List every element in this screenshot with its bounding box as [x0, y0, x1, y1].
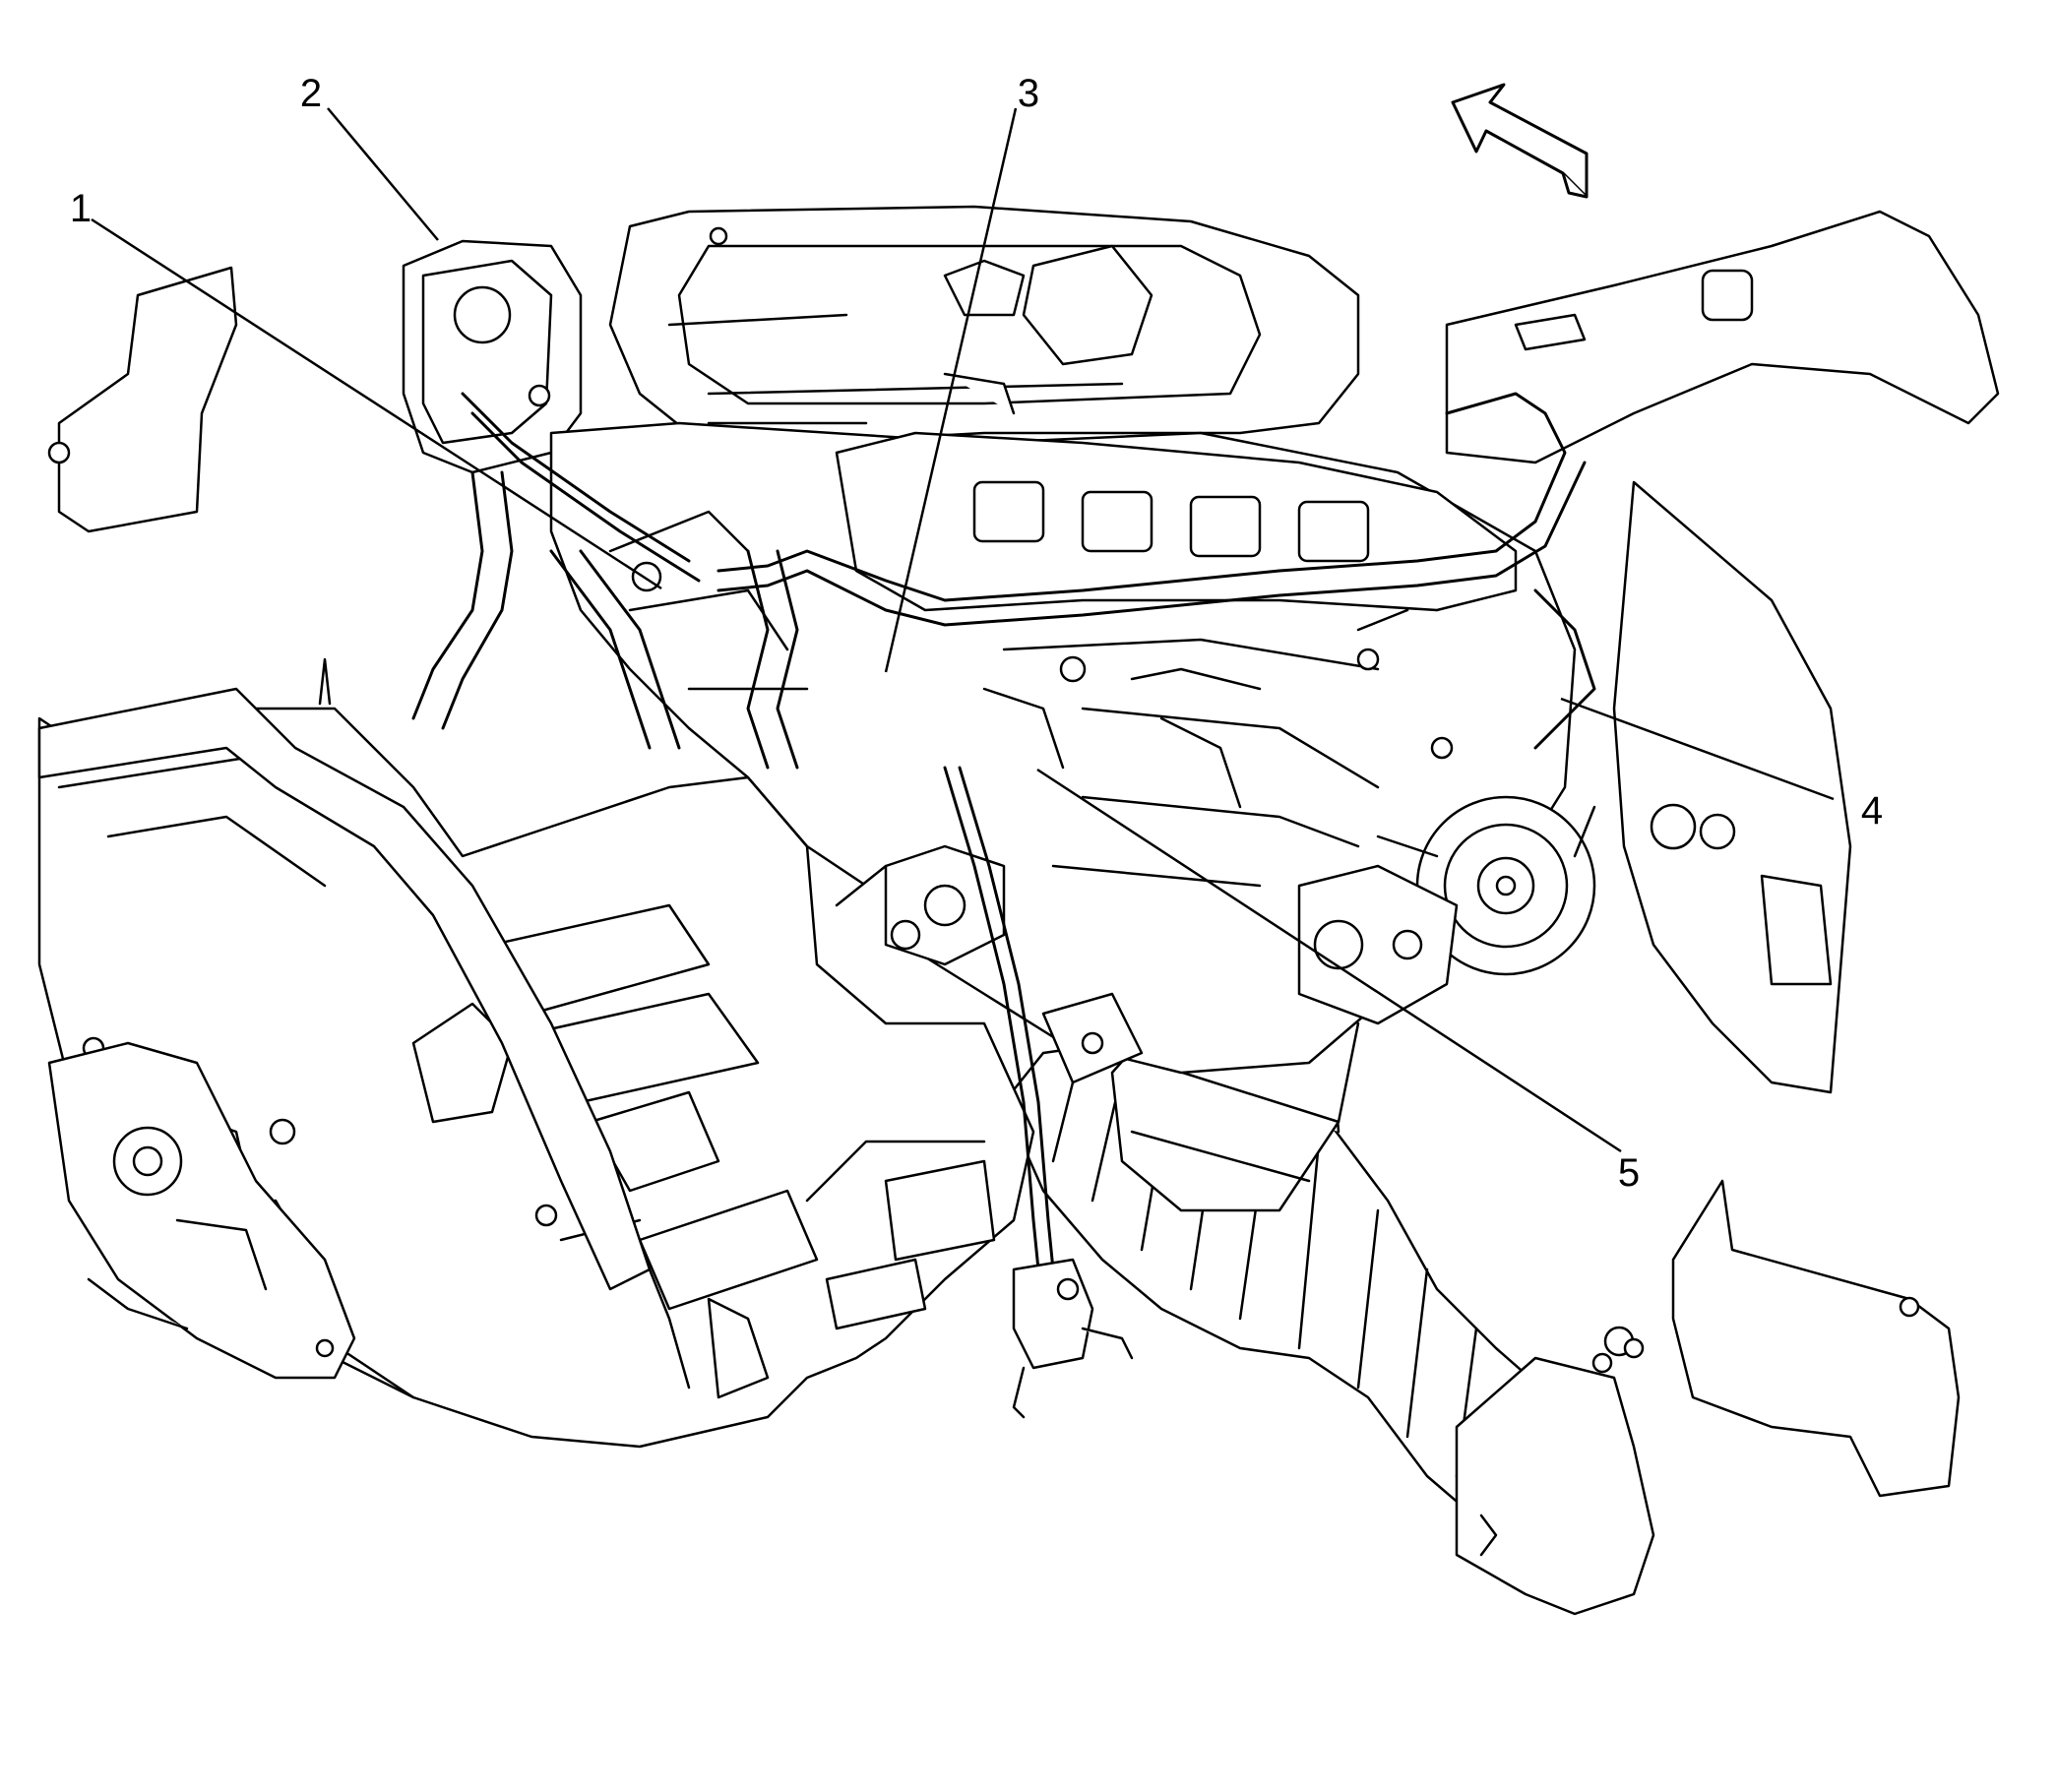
- exhaust-bracket: [1455, 1179, 1961, 1616]
- callout-4: 4: [1860, 789, 1884, 833]
- oxygen-sensor: [1012, 1258, 1134, 1419]
- front-subframe-rail: [37, 687, 652, 1291]
- starter-motor: [1297, 864, 1459, 1025]
- callout-3: 3: [1017, 72, 1040, 115]
- callout-1: 1: [69, 187, 93, 230]
- accessory-pulley: [1376, 795, 1596, 976]
- callout-3-leader: [884, 107, 1018, 673]
- callout-5: 5: [1617, 1151, 1641, 1195]
- upper-coolant-hose: [461, 392, 1596, 750]
- oxygen-sensor-harness: [943, 766, 1060, 1321]
- direction-arrow-icon: [1451, 83, 1589, 199]
- callout-2-leader: [327, 107, 439, 241]
- left-fender-panel: [47, 266, 238, 533]
- intake-manifold: [608, 205, 1360, 445]
- right-fender-panel: [1445, 210, 2000, 1094]
- lower-coolant-hose: [411, 470, 799, 770]
- callout-1-leader: [91, 217, 662, 590]
- callout-5-leader: [1036, 768, 1622, 1153]
- callout-4-leader: [1560, 697, 1835, 801]
- radiator-support-left: [47, 1041, 356, 1380]
- throttle-body: [402, 239, 583, 474]
- callout-2: 2: [299, 72, 323, 115]
